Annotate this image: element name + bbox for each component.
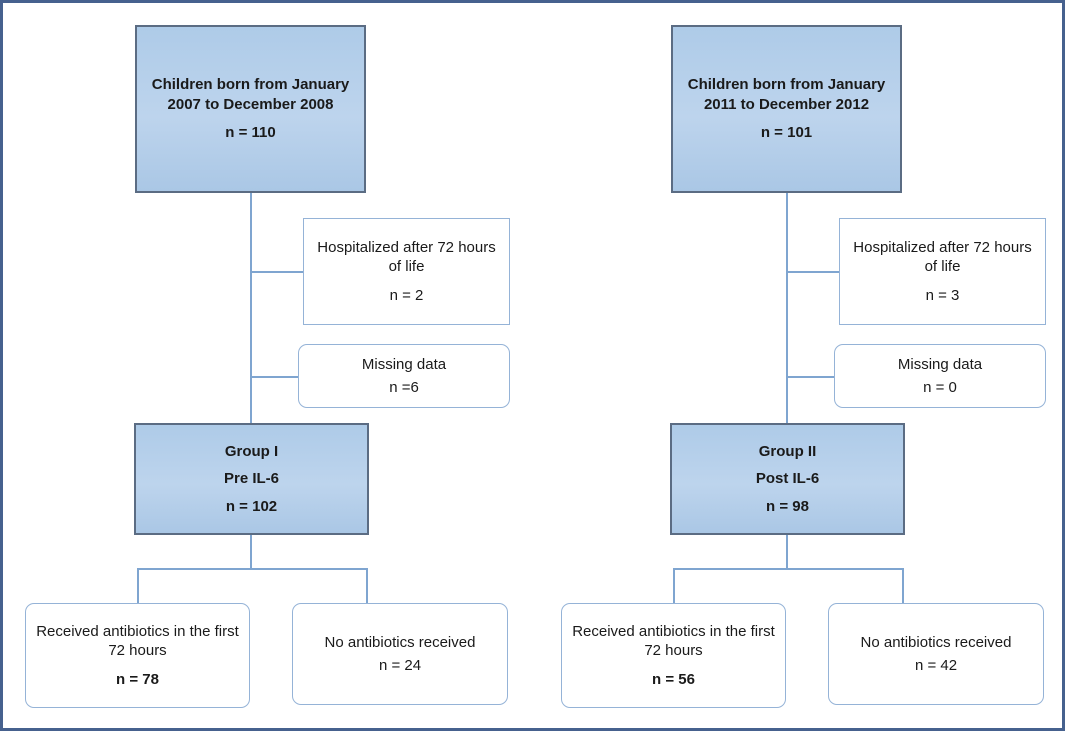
group-n: n = 98	[766, 497, 809, 515]
missing-n: n = 0	[923, 379, 957, 396]
hospitalized-box-right: Hospitalized after 72 hours of life n = …	[839, 218, 1046, 325]
connector-right-main-vertical	[786, 193, 788, 423]
cohort-n: n = 101	[760, 124, 813, 142]
group-name: Group I	[224, 442, 279, 460]
no-antibiotics-n: n = 42	[914, 657, 958, 674]
group-subtitle: Pre IL-6	[223, 470, 280, 488]
connector-right-elbow-hospitalized	[787, 271, 839, 273]
connector-right-split-left-vertical	[673, 568, 675, 604]
cohort-label: Children born from January 2007 to Decem…	[151, 76, 350, 113]
hospitalized-label: Hospitalized after 72 hours of life	[853, 238, 1032, 276]
hospitalized-n: n = 3	[925, 286, 960, 304]
received-n: n = 78	[116, 670, 159, 688]
connector-left-split-left-vertical	[137, 568, 139, 604]
group-box-right: Group II Post IL-6 n = 98	[670, 423, 905, 535]
connector-left-elbow-hospitalized	[251, 271, 303, 273]
no-antibiotics-box-left: No antibiotics received n = 24	[292, 603, 508, 705]
connector-left-split-right-vertical	[366, 568, 368, 604]
received-antibiotics-box-left: Received antibiotics in the first 72 hou…	[25, 603, 250, 708]
group-subtitle: Post IL-6	[755, 470, 820, 488]
no-antibiotics-label: No antibiotics received	[860, 633, 1012, 651]
cohort-n: n = 110	[225, 124, 276, 142]
cohort-box-left: Children born from January 2007 to Decem…	[135, 25, 366, 193]
connector-left-split-horizontal	[137, 568, 368, 570]
received-antibiotics-box-right: Received antibiotics in the first 72 hou…	[561, 603, 786, 708]
group-name: Group II	[758, 442, 817, 460]
connector-left-elbow-missing	[251, 376, 298, 378]
missing-label: Missing data	[897, 355, 983, 373]
missing-label: Missing data	[361, 355, 447, 373]
group-box-left: Group I Pre IL-6 n = 102	[134, 423, 369, 535]
connector-left-main-vertical	[250, 193, 252, 423]
missing-data-box-right: Missing data n = 0	[834, 344, 1046, 408]
cohort-box-right: Children born from January 2011 to Decem…	[671, 25, 902, 193]
connector-right-group-down	[786, 535, 788, 569]
missing-n: n =6	[389, 379, 419, 396]
hospitalized-box-left: Hospitalized after 72 hours of life n = …	[303, 218, 510, 325]
no-antibiotics-label: No antibiotics received	[324, 633, 476, 651]
connector-right-split-right-vertical	[902, 568, 904, 604]
received-n: n = 56	[652, 670, 695, 688]
connector-right-elbow-missing	[787, 376, 834, 378]
received-label: Received antibiotics in the first 72 hou…	[572, 622, 775, 660]
cohort-label: Children born from January 2011 to Decem…	[687, 76, 886, 113]
connector-right-split-horizontal	[673, 568, 904, 570]
no-antibiotics-n: n = 24	[378, 657, 422, 674]
received-label: Received antibiotics in the first 72 hou…	[36, 622, 239, 660]
group-n: n = 102	[225, 497, 278, 515]
missing-data-box-left: Missing data n =6	[298, 344, 510, 408]
no-antibiotics-box-right: No antibiotics received n = 42	[828, 603, 1044, 705]
connector-left-group-down	[250, 535, 252, 569]
hospitalized-label: Hospitalized after 72 hours of life	[317, 238, 496, 276]
hospitalized-n: n = 2	[389, 286, 424, 304]
